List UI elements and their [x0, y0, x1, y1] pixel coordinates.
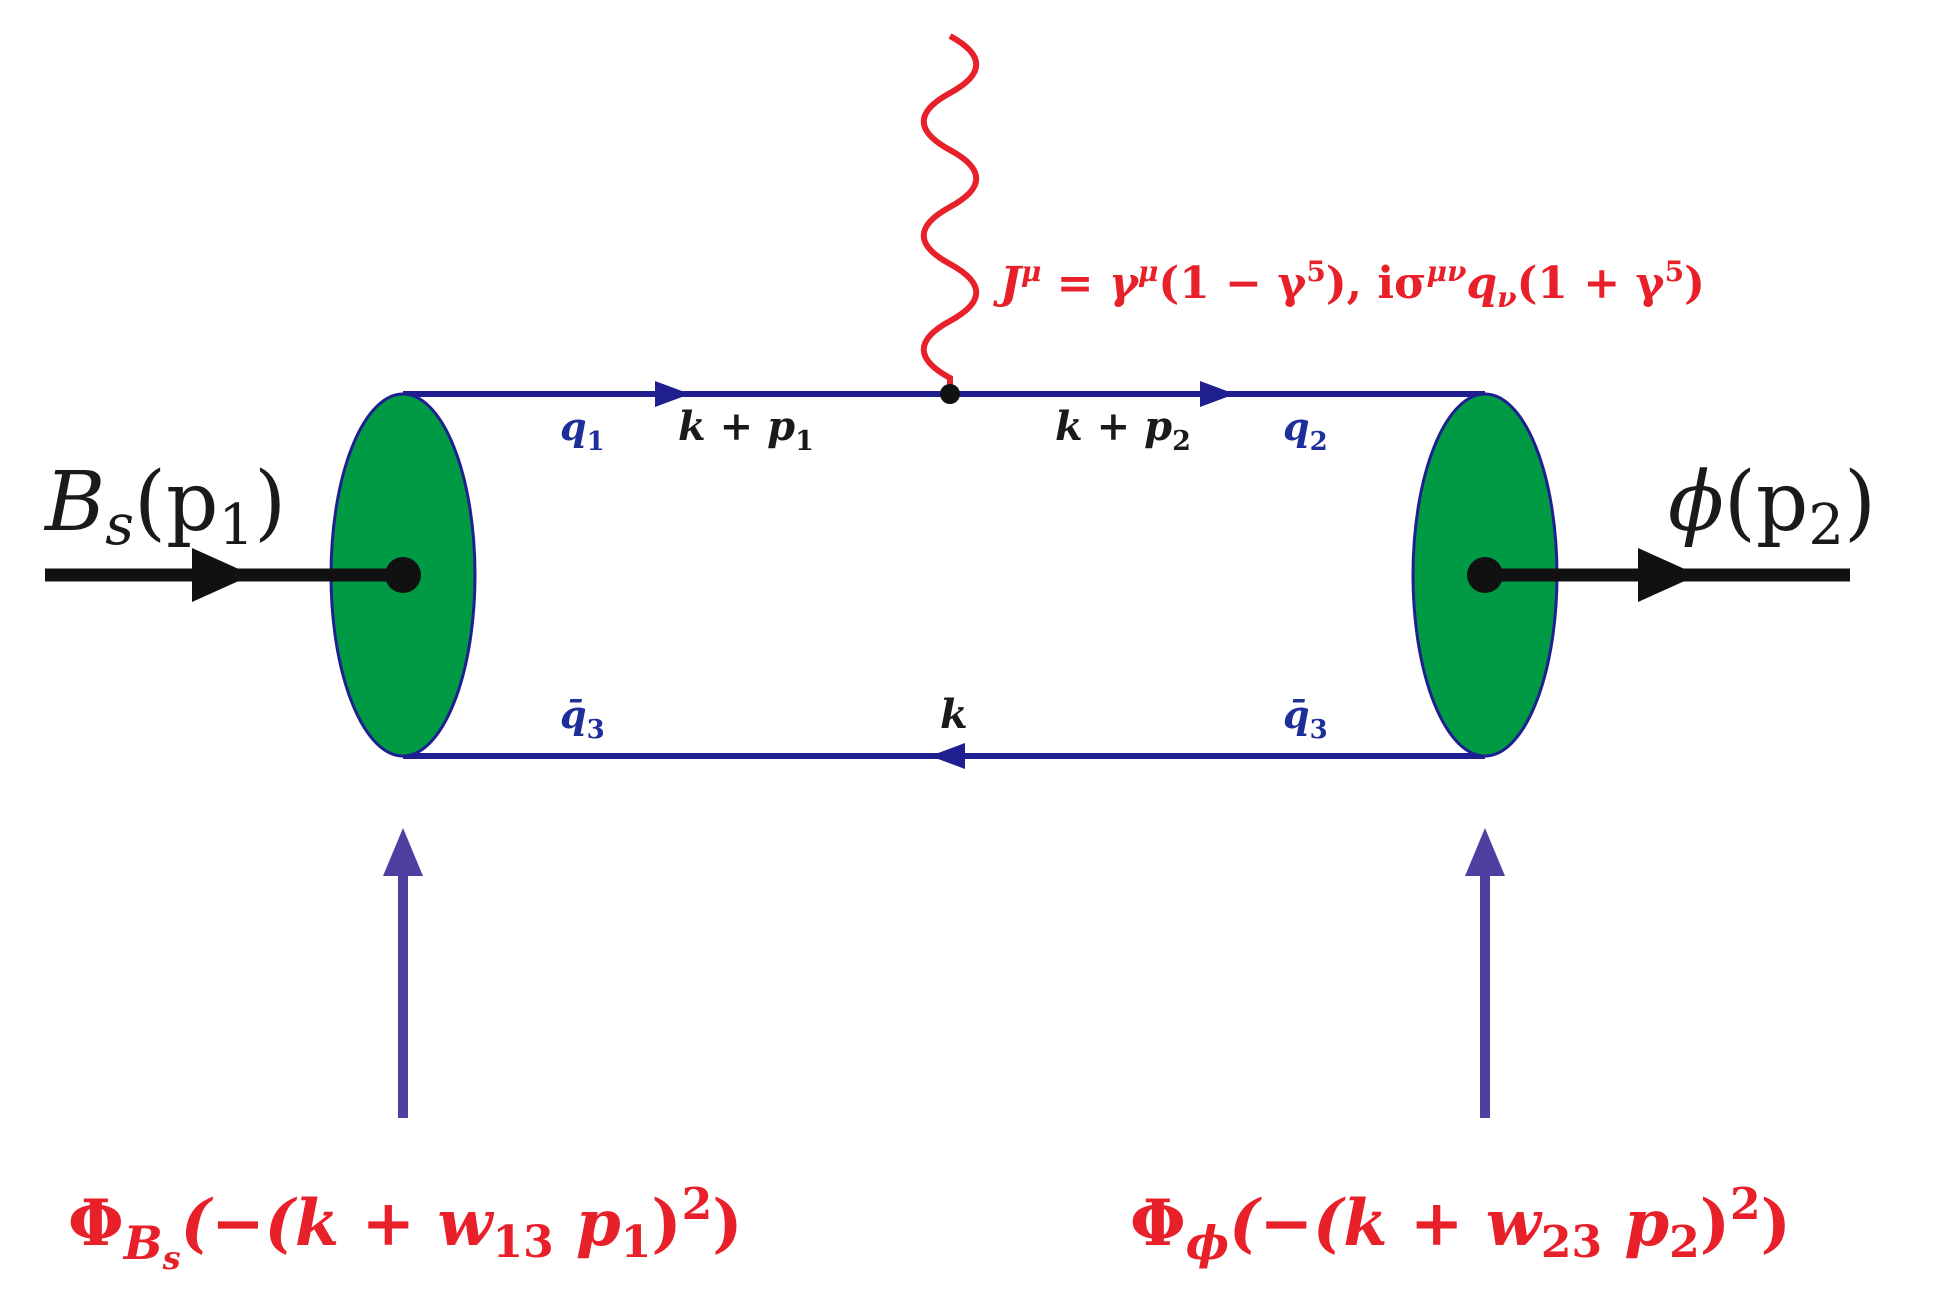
- current-label: Jμ = γμ(1 − γ5), iσμνqν(1 + γ5): [993, 255, 1705, 314]
- vertex-arrow-bs-head: [383, 828, 423, 876]
- photon-wavy-line: [920, 33, 980, 394]
- label-q1: q1: [560, 404, 605, 457]
- label-q3bar-left: q̄3: [560, 692, 605, 745]
- label-k-plus-p1: k + p1: [678, 403, 814, 457]
- label-vertex-function-phi: Φϕ(−(k + w23 p2)2): [1130, 1179, 1791, 1270]
- arrow-k-left: [930, 743, 965, 769]
- bs-vertex-dot: [385, 557, 421, 593]
- bs-incoming-arrow: [192, 548, 252, 602]
- label-bs-meson: Bs(p1): [43, 455, 286, 558]
- arrow-q1-right: [655, 381, 690, 407]
- label-k: k: [940, 691, 968, 738]
- vertex-arrow-phi-head: [1465, 828, 1505, 876]
- label-k-plus-p2: k + p2: [1055, 403, 1191, 457]
- label-vertex-function-bs: ΦBs(−(k + w13 p1)2): [68, 1179, 743, 1277]
- arrow-q2-right: [1200, 381, 1235, 407]
- phi-outgoing-arrow: [1638, 548, 1698, 602]
- interaction-vertex: [940, 384, 960, 404]
- label-phi-meson: ϕ(p2): [1668, 455, 1876, 558]
- label-q2: q2: [1283, 404, 1328, 457]
- label-q3bar-right: q̄3: [1283, 692, 1328, 745]
- phi-vertex-dot: [1467, 557, 1503, 593]
